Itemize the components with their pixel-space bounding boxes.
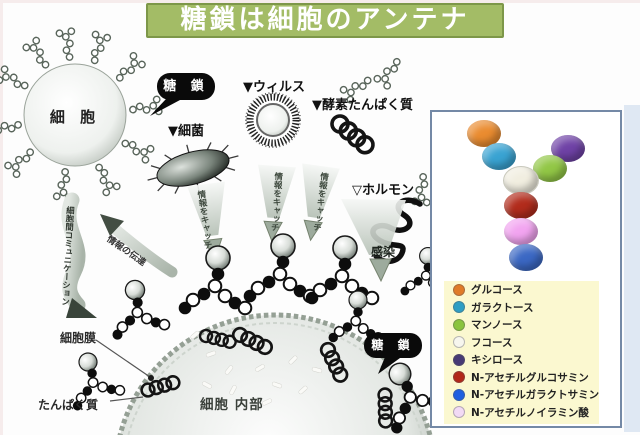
protein-label: たんぱく質 xyxy=(38,398,99,412)
legend-dot-glucose xyxy=(453,283,465,296)
funnel-enzyme xyxy=(302,163,340,242)
bacteria-shape xyxy=(147,142,239,194)
y-node-n-acetylglucosamine xyxy=(504,192,538,219)
legend-dot-mannose xyxy=(453,318,465,331)
y-node-glucose xyxy=(467,120,501,147)
cell-interior-label: 細胞 内部 xyxy=(200,397,264,413)
y-node-n-acetylgalactosamine xyxy=(509,244,543,271)
legend-label: ガラクトース xyxy=(471,301,534,314)
enzyme-coil xyxy=(327,113,378,156)
y-node-n-acetylneuraminic-acid xyxy=(504,218,538,245)
legend-row: N-アセチルノイラミン酸 xyxy=(444,404,599,422)
infection-label: 感染 xyxy=(371,245,396,259)
legend-dot-fucose xyxy=(453,336,465,349)
legend-label: フコース xyxy=(471,336,513,349)
right-edge xyxy=(624,105,640,432)
membrane-pointer-line xyxy=(95,339,154,381)
communication-band-arrow xyxy=(61,192,97,318)
virus-shape xyxy=(245,92,301,148)
hormone-label: ▽ホルモン xyxy=(352,183,414,198)
glycan-badge-top-label: 糖 鎖 xyxy=(163,79,209,94)
legend-label: キシロース xyxy=(471,354,523,367)
enzyme-label: ▼酵素たんぱく質 xyxy=(312,98,413,113)
protein-pointer-line xyxy=(109,396,144,402)
page-title: 糖鎖は細胞のアンテナ xyxy=(146,3,504,38)
legend-box: グルコース ガラクトース マンノース フコース キシロース N-アセチルグルコサ… xyxy=(444,281,599,424)
cell-label: 細 胞 xyxy=(49,108,101,126)
funnel-hormone xyxy=(341,199,406,283)
glycan-badge-top xyxy=(150,73,215,116)
legend-label: グルコース xyxy=(471,284,523,297)
left-edge xyxy=(0,3,3,435)
inner-cell-sphere xyxy=(117,312,433,435)
glycan-badge-bottom xyxy=(364,333,422,374)
legend-row: フコース xyxy=(444,334,599,352)
legend-label: N-アセチルノイラミン酸 xyxy=(471,406,589,419)
legend-row: グルコース xyxy=(444,281,599,299)
funnel-virus xyxy=(258,164,296,242)
legend-row: マンノース xyxy=(444,316,599,334)
legend-row: N-アセチルガラクトサミン xyxy=(444,386,599,404)
membrane-label: 細胞膜 xyxy=(60,331,97,345)
legend-dot-n-acetylglucosamine xyxy=(453,371,465,384)
legend-row: N-アセチルグルコサミン xyxy=(444,369,599,387)
glycan-legend-panel: グルコース ガラクトース マンノース フコース キシロース N-アセチルグルコサ… xyxy=(430,110,622,428)
y-node-galactose xyxy=(482,143,516,170)
legend-label: N-アセチルガラクトサミン xyxy=(471,389,600,402)
legend-dot-xylose xyxy=(453,353,465,366)
legend-dot-galactose xyxy=(453,301,465,314)
legend-row: ガラクトース xyxy=(444,299,599,317)
y-node-fucose xyxy=(503,166,539,195)
membrane-dashes xyxy=(190,330,323,406)
legend-dot-n-acetylneuraminic-acid xyxy=(453,406,465,419)
transmission-arrow xyxy=(100,214,178,278)
glycan-badge-bottom-label: 糖 鎖 xyxy=(371,338,415,352)
top-edge xyxy=(0,0,640,3)
legend-dot-n-acetylgalactosamine xyxy=(453,388,465,401)
cell-sphere xyxy=(23,63,127,167)
virus-label: ▼ウィルス xyxy=(243,80,305,95)
legend-label: N-アセチルグルコサミン xyxy=(471,371,589,384)
legend-label: マンノース xyxy=(471,319,523,332)
bacteria-label: ▼細菌 xyxy=(168,124,204,139)
legend-row: キシロース xyxy=(444,351,599,369)
